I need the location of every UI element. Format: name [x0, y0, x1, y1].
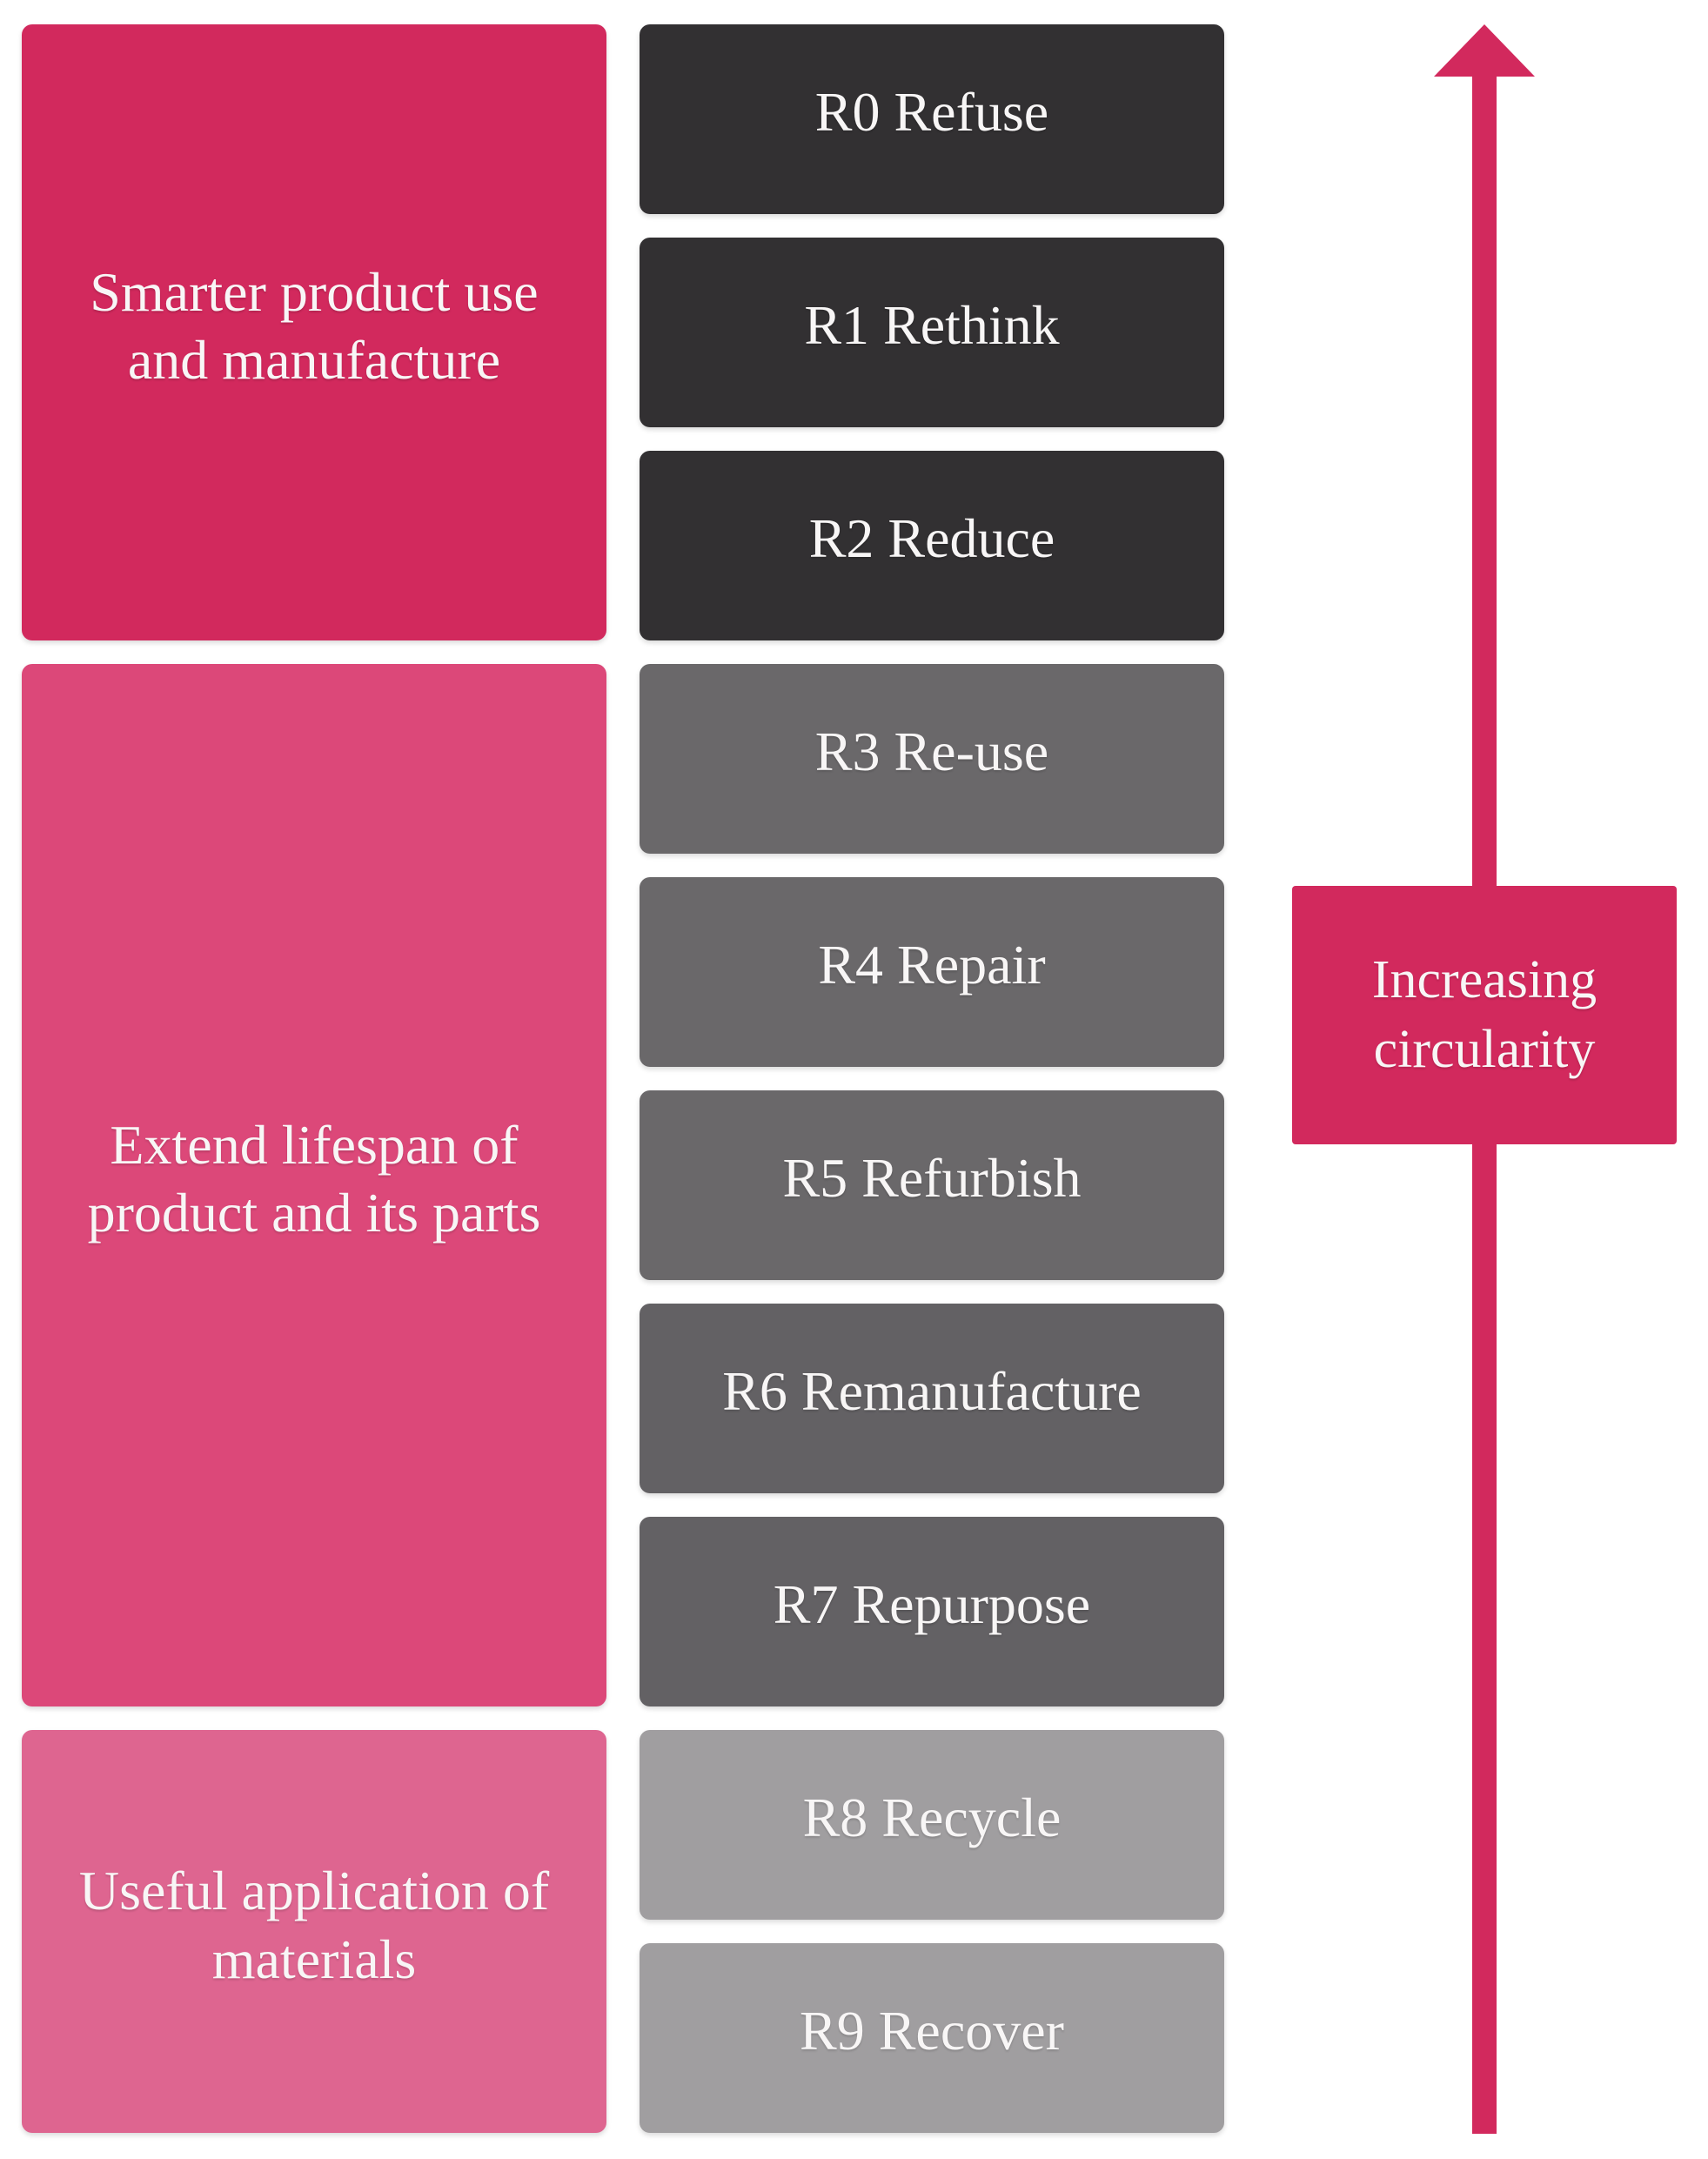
step-label: R4 Repair — [818, 933, 1046, 996]
step-box-r5: R5 Refurbish — [640, 1090, 1224, 1280]
step-box-r2: R2 Reduce — [640, 451, 1224, 640]
category-box-useful-application: Useful application of materials — [22, 1730, 606, 2133]
annotation-label-line: circularity — [1373, 1019, 1596, 1079]
category-label-line: and manufacture — [127, 329, 501, 391]
step-box-r6: R6 Remanufacture — [640, 1304, 1224, 1493]
category-box-extend-lifespan: Extend lifespan of product and its parts — [22, 664, 606, 1706]
category-label-line: Useful application of — [78, 1860, 550, 1922]
category-label-line: materials — [211, 1928, 417, 1990]
category-label-line: product and its parts — [87, 1182, 541, 1244]
step-box-r7: R7 Repurpose — [640, 1517, 1224, 1706]
step-label: R3 Re-use — [814, 720, 1049, 782]
step-label: R1 Rethink — [804, 293, 1060, 356]
step-label: R0 Refuse — [814, 80, 1049, 143]
category-box-smarter-product-use: Smarter product use and manufacture — [22, 24, 606, 640]
step-label: R7 Repurpose — [773, 1572, 1091, 1635]
step-box-r0: R0 Refuse — [640, 24, 1224, 214]
increasing-circularity-label-box: Increasing circularity — [1292, 886, 1677, 1144]
step-label: R9 Recover — [800, 1999, 1064, 2062]
step-label: R2 Reduce — [808, 506, 1055, 569]
annotation-label-line: Increasing — [1371, 950, 1597, 1010]
category-label-line: Extend lifespan of — [110, 1113, 519, 1176]
step-box-r1: R1 Rethink — [640, 238, 1224, 427]
step-box-r8: R8 Recycle — [640, 1730, 1224, 1920]
arrow-up-icon — [1434, 24, 1535, 77]
step-box-r9: R9 Recover — [640, 1943, 1224, 2133]
step-box-r4: R4 Repair — [640, 877, 1224, 1067]
step-label: R5 Refurbish — [782, 1146, 1082, 1209]
category-label-line: Smarter product use — [90, 260, 539, 323]
step-label: R6 Remanufacture — [722, 1359, 1142, 1422]
step-box-r3: R3 Re-use — [640, 664, 1224, 854]
step-label: R8 Recycle — [802, 1786, 1062, 1848]
